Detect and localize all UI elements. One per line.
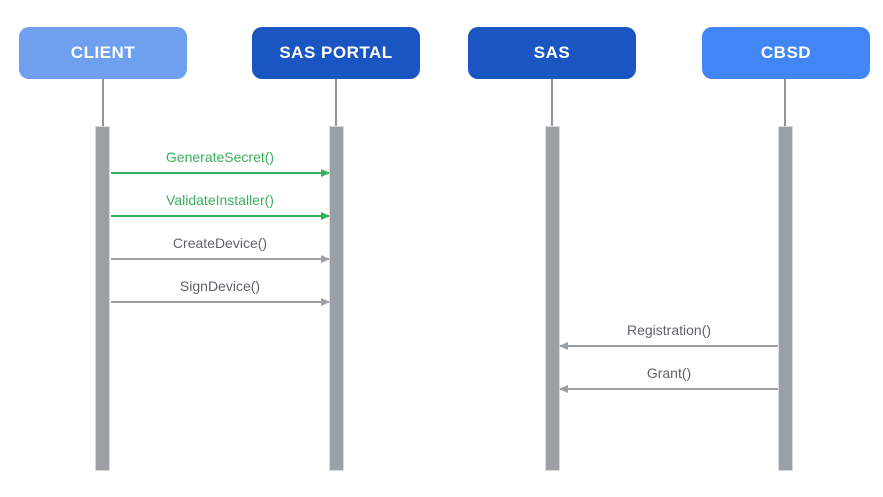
- message-arrow-line: [111, 172, 329, 174]
- message-arrow-line: [111, 215, 329, 217]
- message-label: Grant(): [646, 365, 692, 381]
- message-registration: Registration(): [559, 320, 778, 350]
- arrow-right-icon: [321, 169, 330, 177]
- actor-label-sas: SAS: [533, 43, 571, 62]
- lifeline-cbsd: [784, 79, 786, 126]
- message-create-device: CreateDevice(): [111, 233, 330, 263]
- message-validate-installer: ValidateInstaller(): [111, 190, 330, 220]
- message-generate-secret: GenerateSecret(): [111, 147, 330, 177]
- lifeline-sas-portal: [335, 79, 337, 126]
- lifeline-client: [102, 79, 104, 126]
- actor-label-cbsd: CBSD: [760, 43, 812, 62]
- activation-bar-cbsd: [778, 126, 793, 471]
- arrow-left-icon: [559, 384, 568, 393]
- actor-label-client: CLIENT: [70, 43, 136, 62]
- actor-box-client: CLIENT: [19, 27, 187, 79]
- message-grant: Grant(): [559, 363, 778, 393]
- lifeline-sas: [551, 79, 553, 126]
- activation-bar-sas-portal: [329, 126, 344, 471]
- message-label: CreateDevice(): [172, 235, 268, 251]
- message-label: ValidateInstaller(): [166, 192, 274, 208]
- message-arrow-line: [111, 258, 329, 260]
- activation-bar-sas: [545, 126, 560, 471]
- message-sign-device: SignDevice(): [111, 276, 330, 306]
- message-arrow-line: [560, 345, 778, 347]
- actor-box-sas-portal: SAS PORTAL: [252, 27, 420, 79]
- message-label: GenerateSecret(): [165, 149, 275, 165]
- arrow-right-icon: [321, 254, 330, 263]
- actor-box-sas: SAS: [468, 27, 636, 79]
- actor-box-cbsd: CBSD: [702, 27, 870, 79]
- message-arrow-line: [560, 388, 778, 390]
- arrow-right-icon: [321, 297, 330, 306]
- activation-bar-client: [95, 126, 110, 471]
- message-label: Registration(): [626, 322, 712, 338]
- arrow-left-icon: [559, 341, 568, 350]
- message-label: SignDevice(): [179, 278, 261, 294]
- arrow-right-icon: [321, 212, 330, 220]
- actor-label-sas-portal: SAS PORTAL: [279, 43, 393, 62]
- message-arrow-line: [111, 301, 329, 303]
